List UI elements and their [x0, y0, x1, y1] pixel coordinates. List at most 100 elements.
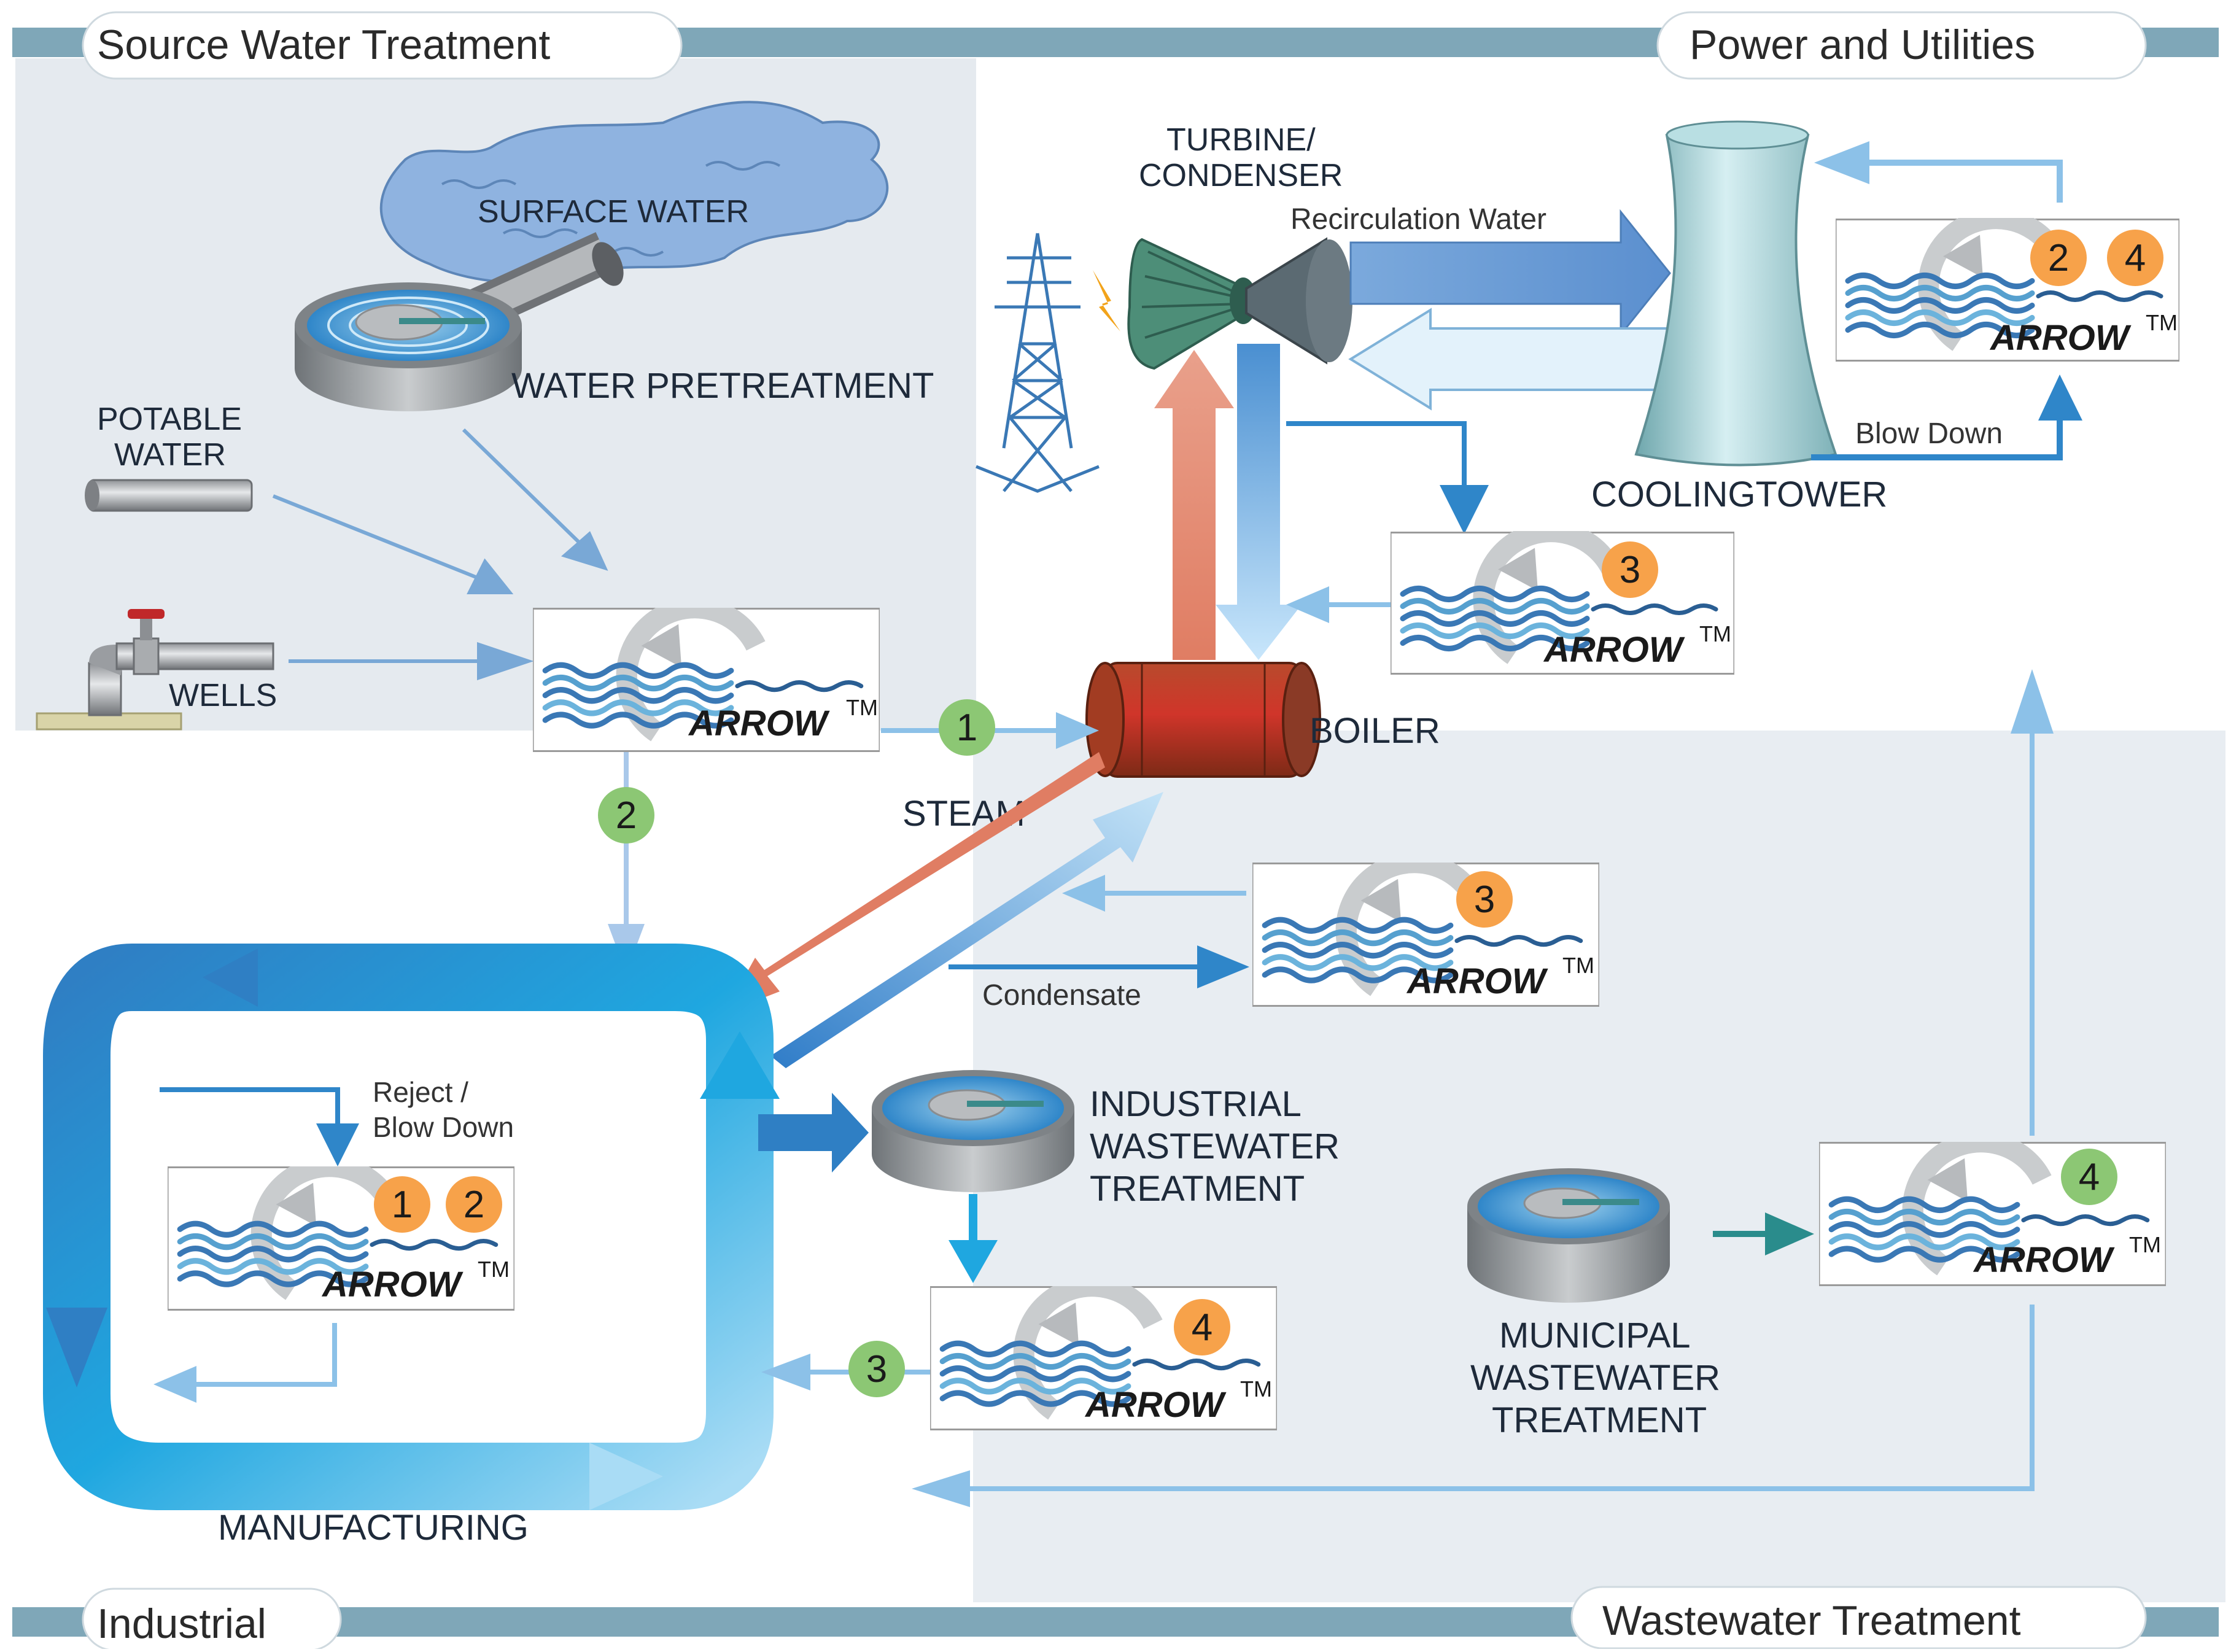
badge-condensate: 3 — [1456, 871, 1513, 928]
svg-text:2: 2 — [464, 1184, 484, 1226]
arrow-unit-condensate: ARROW TM — [1252, 863, 1599, 1006]
arrow-logo-tm: TM — [2146, 310, 2178, 335]
badge-manufacturing-a: 1 — [374, 1176, 430, 1233]
reject-label-1: Reject / — [373, 1076, 468, 1108]
svg-text:3: 3 — [1620, 549, 1640, 591]
industrial-ww-label-1: INDUSTRIAL — [1090, 1084, 1302, 1124]
badge-tower-b: 4 — [2107, 230, 2163, 286]
industrial-ww-tank — [872, 1070, 1074, 1192]
to-industrial-ww-arrow — [758, 1093, 869, 1173]
municipal-label-1: MUNICIPAL — [1499, 1316, 1691, 1355]
arrow-logo-text: ARROW — [1543, 630, 1685, 670]
arrow-logo-text: ARROW — [1406, 961, 1548, 1001]
boiler-label: BOILER — [1310, 711, 1440, 751]
arrow-unit-tower: ARROW TM — [1836, 219, 2179, 360]
svg-text:2: 2 — [2048, 237, 2069, 279]
badge-pretreat-down: 2 — [598, 787, 654, 843]
lake-waves — [441, 161, 781, 257]
boiler — [1085, 662, 1321, 778]
arrow-logo-tm: TM — [1562, 953, 1594, 978]
water-pretreatment-label: WATER PRETREATMENT — [511, 366, 934, 406]
arrow-unit-industrial-ww: ARROW TM — [930, 1286, 1277, 1429]
arrow-logo-tm: TM — [1699, 621, 1731, 646]
steam-to-manufacturing-arrow — [724, 752, 1105, 1013]
svg-text:3: 3 — [1474, 878, 1495, 921]
municipal-label-3: TREATMENT — [1492, 1400, 1707, 1440]
arrow-logo-text: ARROW — [1084, 1385, 1227, 1425]
reject-label-2: Blow Down — [373, 1111, 514, 1143]
potable-water-label-1: POTABLE — [97, 401, 242, 437]
manufacturing-loop — [43, 944, 780, 1510]
municipal-ww-tank — [1467, 1168, 1670, 1303]
svg-text:4: 4 — [2079, 1156, 2100, 1198]
potable-water-label-2: WATER — [114, 437, 226, 473]
badge-pretreat-out: 1 — [939, 699, 995, 756]
badge-industrial-ww: 4 — [1174, 1299, 1230, 1355]
bottom-band — [12, 1586, 2219, 1651]
arrow-logo-text: ARROW — [1973, 1240, 2115, 1280]
condensate-arrows — [949, 875, 1249, 988]
arrow-unit-municipal: ARROW TM — [1819, 1142, 2166, 1285]
arrow-logo-tm: TM — [846, 695, 878, 720]
badge-manufacturing-b: 2 — [446, 1176, 502, 1233]
tower-loop-arrows — [1811, 141, 2082, 460]
svg-text:2: 2 — [616, 794, 637, 837]
arrow-unit-pretreatment: ARROW TM — [533, 608, 880, 751]
pretreatment-tank — [295, 282, 522, 411]
surface-water-lake — [379, 101, 889, 284]
condensate-return-arrow — [770, 792, 1163, 1068]
svg-text:1: 1 — [392, 1184, 413, 1226]
transmission-tower-icon — [976, 233, 1100, 493]
arrow-logo-tm: TM — [2129, 1232, 2161, 1257]
section-power-title: Power and Utilities — [1690, 21, 2035, 68]
recirculation-arrows — [1348, 209, 1677, 411]
svg-text:4: 4 — [1192, 1306, 1212, 1349]
arrow-logo-tm: TM — [1240, 1376, 1272, 1402]
arrow-logo-text: ARROW — [1989, 318, 2132, 358]
cooling-tower-label: COOLINGTOWER — [1591, 475, 1887, 514]
blow-down-label: Blow Down — [1855, 417, 2003, 450]
industrial-ww-down-arrow — [949, 1194, 998, 1283]
condensate-label: Condensate — [982, 979, 1141, 1012]
section-industrial-title: Industrial — [97, 1600, 266, 1647]
turbine-condenser — [1127, 237, 1352, 370]
svg-text:4: 4 — [2125, 237, 2146, 279]
badge-municipal: 4 — [2061, 1149, 2117, 1205]
reject-blowdown-arrow — [153, 1087, 359, 1403]
source-flow-arrows — [272, 428, 608, 681]
wells-pipe — [36, 609, 274, 731]
condenser-down-arrow — [1216, 344, 1302, 660]
svg-text:3: 3 — [866, 1348, 887, 1390]
potable-water-pipe — [85, 479, 253, 512]
power-spark-icon — [1093, 270, 1120, 332]
industrial-ww-label-2: WASTEWATER — [1090, 1127, 1340, 1166]
top-band — [12, 11, 2219, 80]
arrow-unit-manufacturing: ARROW TM — [168, 1166, 514, 1309]
badge-industrial-return: 3 — [848, 1341, 905, 1397]
arrow-logo-tm: TM — [478, 1257, 510, 1282]
condenser-side-arrows — [1286, 421, 1489, 623]
turbine-label-1: TURBINE/ — [1166, 122, 1316, 158]
arrow-logo-text: ARROW — [688, 704, 830, 743]
section-wastewater-title: Wastewater Treatment — [1602, 1597, 2021, 1644]
municipal-loop-arrows — [912, 669, 2054, 1507]
section-source-title: Source Water Treatment — [97, 21, 550, 68]
badge-condenser: 3 — [1602, 541, 1658, 598]
cooling-tower — [1634, 120, 1837, 467]
surface-water-label: SURFACE WATER — [478, 194, 749, 230]
recirculation-water-label: Recirculation Water — [1290, 203, 1546, 236]
municipal-label-2: WASTEWATER — [1470, 1358, 1720, 1398]
manufacturing-label: MANUFACTURING — [218, 1508, 529, 1548]
wells-label: WELLS — [169, 678, 277, 713]
industrial-ww-label-3: TREATMENT — [1090, 1169, 1305, 1209]
industrial-return-arrow — [761, 1354, 930, 1390]
badge-tower-a: 2 — [2030, 230, 2087, 286]
steam-up-arrow — [1154, 350, 1234, 660]
turbine-label-2: CONDENSER — [1139, 158, 1343, 193]
arrow-logo-text: ARROW — [321, 1265, 464, 1305]
svg-text:1: 1 — [956, 707, 977, 749]
pretreat-to-manufacturing-arrow — [608, 752, 645, 973]
arrow-unit-condenser: ARROW TM — [1391, 532, 1734, 673]
municipal-to-arrow-unit — [1713, 1212, 1814, 1255]
